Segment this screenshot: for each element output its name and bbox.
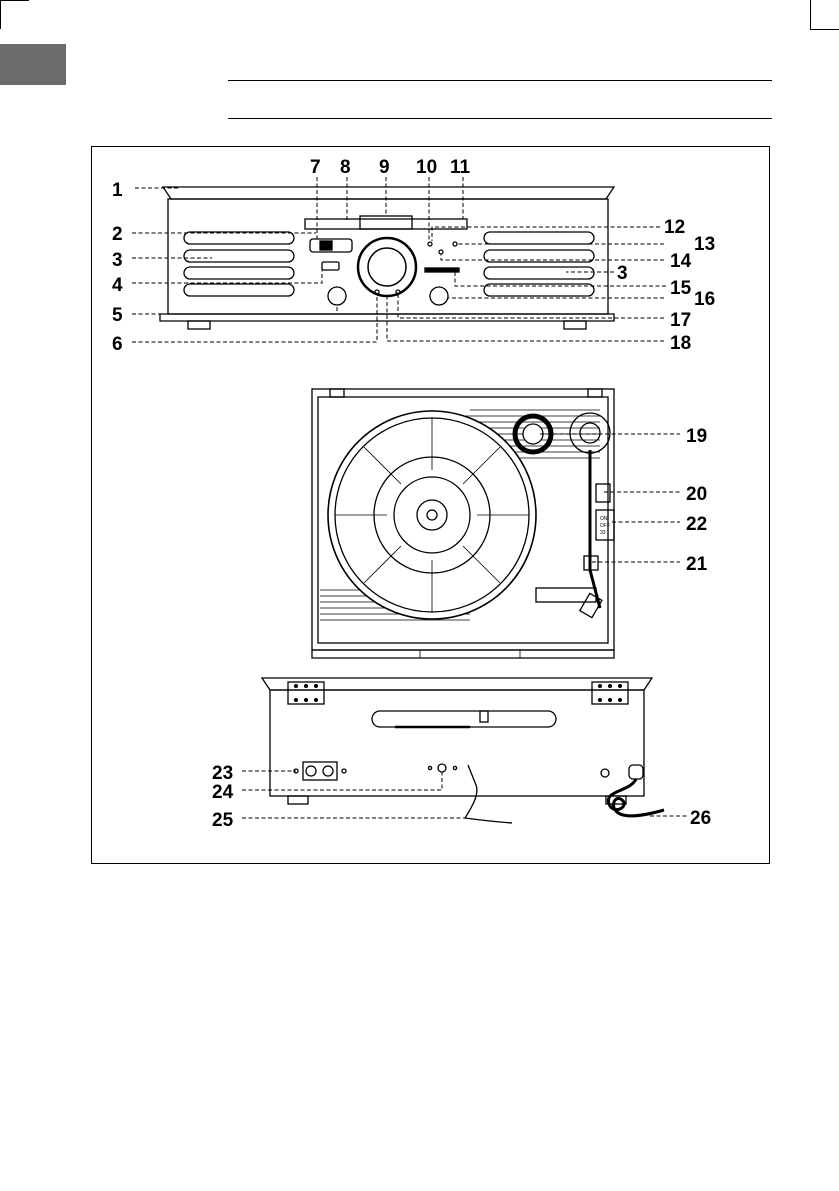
label-3-left: 3 — [112, 250, 123, 271]
label-22: 22 — [686, 514, 707, 535]
grille-left-4 — [184, 284, 294, 296]
aux-jack — [438, 764, 446, 772]
switch-text-speed: 33 — [600, 530, 606, 536]
main-dial-ring — [358, 238, 416, 296]
front-foot-left — [188, 321, 210, 329]
arm-clip — [536, 588, 596, 602]
back-foot-left — [288, 796, 308, 804]
hinge-left — [330, 389, 344, 397]
front-foot-right — [564, 321, 586, 329]
power-inlet — [629, 765, 643, 779]
label-15: 15 — [670, 278, 692, 299]
tonearm — [590, 450, 600, 608]
led-12 — [428, 242, 432, 246]
front-lid — [163, 187, 614, 199]
grille-left-2 — [184, 250, 294, 262]
label-24: 24 — [212, 782, 234, 803]
grille-right-1 — [484, 232, 594, 244]
label-6: 6 — [112, 334, 123, 355]
back-slot-tab — [480, 711, 488, 722]
rca-right — [323, 766, 333, 776]
top-base — [312, 650, 614, 658]
label-4: 4 — [112, 275, 123, 296]
power-cord — [608, 779, 664, 816]
label-5: 5 — [112, 305, 123, 326]
label-2: 2 — [112, 224, 123, 245]
grille-left-3 — [184, 267, 294, 279]
back-lid — [262, 678, 652, 690]
label-25: 25 — [212, 810, 234, 831]
main-dial — [368, 248, 406, 286]
front-view — [160, 187, 614, 329]
label-19: 19 — [686, 426, 707, 447]
antenna-wire — [465, 765, 512, 823]
label-26: 26 — [690, 808, 711, 829]
front-top-panel-center — [360, 216, 412, 229]
knob-left — [328, 287, 346, 305]
label-16: 16 — [694, 289, 715, 310]
led-14 — [439, 250, 443, 254]
label-17: 17 — [670, 310, 691, 331]
knob-right — [430, 287, 448, 305]
label-11: 11 — [450, 157, 471, 178]
label-21: 21 — [686, 554, 708, 575]
tonearm-base — [570, 413, 610, 453]
label-1: 1 — [112, 180, 123, 201]
usb-port — [322, 262, 339, 270]
rca-outputs — [303, 762, 337, 780]
back-slot — [372, 711, 556, 727]
power-screw — [601, 769, 609, 777]
label-3-right: 3 — [617, 263, 628, 284]
indicator-led-left — [375, 290, 379, 294]
function-switch-knob — [320, 241, 332, 250]
label-18: 18 — [670, 333, 691, 354]
led-13 — [453, 242, 457, 246]
top-view — [312, 389, 614, 658]
grille-right-3 — [484, 267, 594, 279]
switch-text-off: OFF — [600, 523, 610, 529]
label-8: 8 — [340, 157, 351, 178]
label-9: 9 — [379, 157, 390, 178]
label-12: 12 — [664, 217, 685, 238]
label-14: 14 — [670, 251, 692, 272]
sd-slot — [425, 268, 459, 272]
hinge-right — [588, 389, 602, 397]
rca-left — [306, 766, 316, 776]
switch-text-on: ON — [600, 516, 608, 522]
back-view — [262, 678, 664, 823]
indicator-led-right — [396, 290, 400, 294]
label-23: 23 — [212, 763, 233, 784]
label-20: 20 — [686, 484, 707, 505]
label-7: 7 — [310, 157, 321, 178]
label-13: 13 — [694, 234, 715, 255]
label-10: 10 — [416, 157, 437, 178]
grille-left-1 — [184, 232, 294, 244]
